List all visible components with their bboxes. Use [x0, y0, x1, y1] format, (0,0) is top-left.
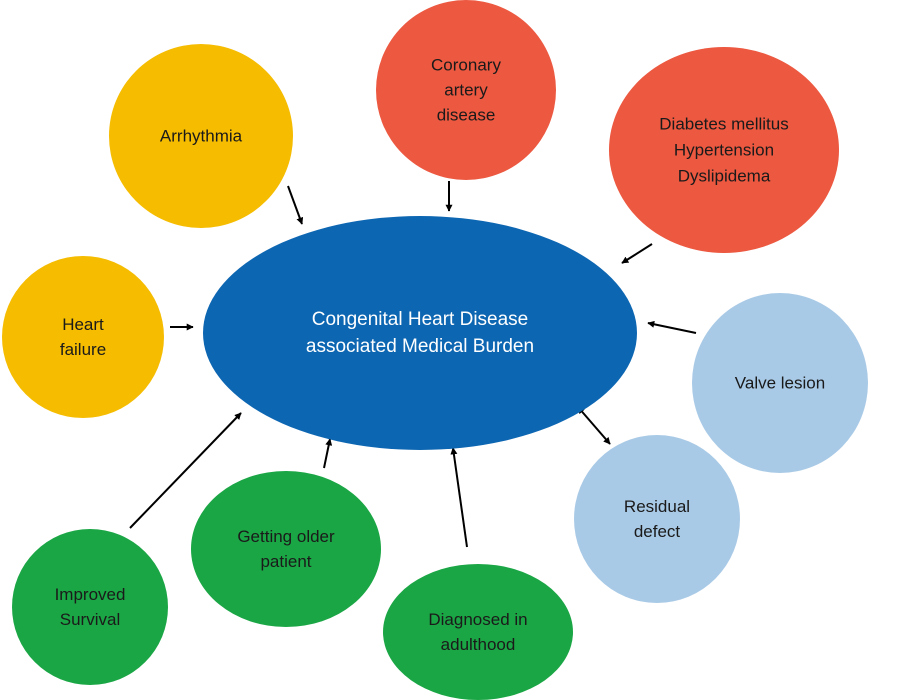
node-diabetes-hypertension-dyslipidemia-label-line: Diabetes mellitus	[659, 115, 788, 134]
arrow-diabetes-hypertension-dyslipidemia-to-center	[621, 243, 653, 264]
node-diabetes-hypertension-dyslipidemia-label-line: Dyslipidema	[678, 167, 771, 186]
node-diabetes-hypertension-dyslipidemia-shape	[609, 47, 839, 253]
node-coronary-artery-disease-label-line: disease	[437, 106, 496, 125]
node-residual-defect: Residual defect	[574, 435, 740, 603]
node-coronary-artery-disease-shape	[376, 0, 556, 180]
node-getting-older-patient-label-line: Getting older	[237, 527, 335, 546]
node-valve-lesion-label-line: Valve lesion	[735, 374, 825, 393]
node-diagnosed-in-adulthood-shape	[383, 564, 573, 700]
node-getting-older-patient-label-line: patient	[260, 552, 311, 571]
arrows-layer	[129, 181, 697, 548]
node-heart-failure-shape	[2, 256, 164, 418]
node-diabetes-hypertension-dyslipidemia-label-line: Hypertension	[674, 141, 774, 160]
node-improved-survival-label-line: Survival	[60, 610, 120, 629]
node-coronary-artery-disease-label-line: Coronary	[431, 56, 501, 75]
node-residual-defect-label-line: defect	[634, 522, 681, 541]
arrow-arrhythmia-to-center	[287, 185, 304, 225]
node-arrhythmia-label-line: Arrhythmia	[160, 127, 243, 146]
arrow-valve-lesion-to-center	[647, 320, 697, 334]
node-heart-failure-label-line: failure	[60, 340, 106, 359]
node-diagnosed-in-adulthood-label-line: Diagnosed in	[428, 610, 527, 629]
arrow-getting-older-patient-to-center	[323, 438, 333, 469]
node-getting-older-patient: Getting older patient	[191, 471, 381, 627]
node-center-label-line: associated Medical Burden	[306, 336, 534, 357]
node-valve-lesion-shape	[692, 293, 868, 473]
node-coronary-artery-disease-label-line: artery	[444, 81, 488, 100]
node-improved-survival-label-line: Improved	[55, 585, 126, 604]
node-arrhythmia: Arrhythmia	[109, 44, 293, 228]
node-heart-failure-label-line: Heart	[62, 315, 104, 334]
node-valve-lesion: Valve lesion	[692, 293, 868, 473]
node-heart-failure: Heart failure	[2, 256, 164, 418]
arrow-improved-survival-to-center	[129, 412, 242, 529]
node-arrhythmia-shape	[109, 44, 293, 228]
node-diagnosed-in-adulthood: Diagnosed in adulthood	[383, 564, 573, 700]
nodes-layer: Congenital Heart Disease associated Medic…	[2, 0, 868, 700]
arrow-residual-defect-to-center	[577, 406, 611, 445]
arrow-diagnosed-in-adulthood-to-center	[450, 447, 468, 548]
node-coronary-artery-disease: Coronary artery disease	[376, 0, 556, 180]
node-improved-survival-shape	[12, 529, 168, 685]
node-getting-older-patient-shape	[191, 471, 381, 627]
node-residual-defect-shape	[574, 435, 740, 603]
node-residual-defect-label-line: Residual	[624, 497, 690, 516]
node-center-shape	[203, 216, 637, 450]
node-center: Congenital Heart Disease associated Medic…	[203, 216, 637, 450]
node-center-label-line: Congenital Heart Disease	[312, 309, 529, 330]
node-diagnosed-in-adulthood-label-line: adulthood	[441, 635, 516, 654]
